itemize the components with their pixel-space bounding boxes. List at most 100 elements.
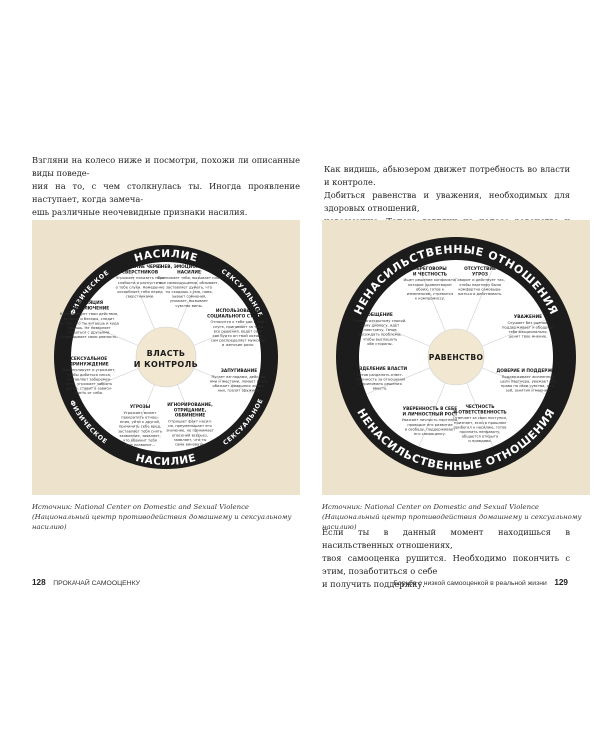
sector-body: Готов к открытому спокой- — [354, 319, 408, 323]
sector-body: Уважает личность партнера, — [402, 418, 459, 422]
sector-body: детей, ставит в зависи- — [66, 387, 113, 391]
sector-title: ОБВИНЕНИЕ — [175, 413, 206, 419]
sector-body: заявляет, что ты — [174, 438, 207, 442]
sector-body: к компромиссу. — [415, 297, 445, 301]
sector-body: за тем, что ты читаешь и куда — [59, 321, 119, 325]
sector-body: заставляет тебя снять — [118, 429, 162, 433]
sector-body: жаться и действовать. — [458, 292, 503, 296]
sector-body: и принимать решения — [358, 382, 401, 386]
sector-body: признает, если в прошлом — [454, 421, 506, 425]
sector-body: Ищет решение конфликта, — [404, 278, 457, 282]
caption-line: (Национальный центр противодействия дома… — [32, 513, 292, 531]
sector-body: его самооценку. — [414, 432, 446, 436]
sector-title: СЕКСУАЛЬНОЕ — [71, 356, 107, 362]
left-page-number: 128 — [32, 578, 46, 587]
center-label: И КОНТРОЛЬ — [134, 360, 198, 369]
right-footer: Борьба с низкой самооценкой в реальной ж… — [393, 578, 568, 587]
sector-body: Манипулирует и угрожает, — [62, 368, 115, 372]
sector-body: общается открыто — [462, 435, 499, 439]
sector-body: чувство вины. — [175, 304, 202, 308]
paragraph-line: Если ты в данный момент находишься в нас… — [322, 527, 570, 550]
sector-body: обсуждать проблемы, — [358, 333, 401, 337]
sector-title: ОТСУТСТВИЕ — [464, 266, 496, 272]
sector-title: СОЦИАЛЬНОГО СТАТУСА — [207, 313, 270, 319]
sector-body: сама виновата. — [175, 443, 205, 447]
paragraph-line: и получить поддержку. — [322, 579, 425, 589]
sector-title: ПРИНУЖДЕНИЕ — [69, 361, 108, 367]
left-intro-paragraph: Взгляни на колесо ниже и посмотри, похож… — [32, 154, 300, 219]
sector-title: ОТРИЦАНИЕ, — [174, 407, 207, 413]
sector-body: и женские роли. — [222, 343, 254, 347]
sector-body: Пугает взглядами, действи- — [211, 375, 267, 379]
paragraph-line: Взгляни на колесо ниже и посмотри, похож… — [32, 155, 300, 178]
ring-label-violence-top: НАСИЛИЕ — [133, 248, 199, 265]
sector-body: Готов разделять ответ- — [357, 373, 404, 377]
sector-body: и правдиво. — [468, 439, 491, 443]
sector-body: признать неправоту, — [460, 430, 501, 434]
sector-body: Угрожает может — [124, 411, 158, 415]
wheel-sector-text: ИГНОРИРОВАНИЕ,ОТРИЦАНИЕ,ОБВИНЕНИЕОтрицае… — [166, 402, 215, 447]
sector-body: чтобы партнеру было — [459, 283, 502, 287]
sector-body: Оправдывает свою ревность. — [60, 335, 117, 339]
sector-title: УГРОЗЫ — [130, 404, 151, 410]
sector-body: ения, уйти к другой, — [120, 420, 160, 424]
sector-body: ценит твое мнение. — [509, 335, 548, 339]
sector-title: УВЕРЕННОСТЬ В СЕБЕ — [403, 406, 457, 412]
sector-title: ЧЕСТНОСТЬ — [465, 404, 494, 410]
sector-title: СВЕРСТНИКОВ — [122, 269, 158, 275]
sector-body: сам распределяет мужские — [211, 339, 266, 343]
sector-body: Отрицает факт насил- — [168, 420, 213, 424]
sector-body: хое самоощущение, обзывает, — [159, 281, 219, 285]
sector-title: И ЧЕСТНОСТЬ — [413, 271, 447, 277]
sector-body: поддерживает и ободряет — [502, 326, 555, 330]
sector-body: Отвечает за свои поступки, — [453, 416, 507, 420]
sector-body: оскорбляет тебя перед — [117, 290, 163, 294]
sector-body: слабости и распустить — [118, 281, 163, 285]
sector-body: причинить себе вред, — [119, 425, 162, 429]
center-hub — [427, 328, 485, 386]
sector-title: ГНЕВ, ЭМОЦИОНАЛЬНОЕ — [158, 264, 220, 270]
sector-title: ИГНОРИРОВАНИЕ, — [167, 402, 213, 408]
sector-body: значение, не принимает — [166, 429, 215, 433]
sector-body: навстречу, готов — [363, 328, 396, 332]
sector-title: ОБЩЕНИЕ — [367, 312, 393, 318]
ring-label-violence-bottom: НАСИЛИЕ — [134, 452, 197, 468]
sector-body: обоих, готов к — [416, 287, 445, 291]
sector-body: чтобы выслушать — [363, 337, 398, 341]
sector-body: обе стороны. — [367, 342, 393, 346]
paragraph-line: ешь различные неочевидные признаки насил… — [32, 207, 248, 217]
sector-body: неть, угрожает забрать — [66, 382, 113, 386]
right-outro-paragraph: Если ты в данный момент находишься в нас… — [322, 526, 570, 591]
sector-body: обижает домашних живот- — [212, 384, 266, 388]
left-footer: 128 ПРОКАЧАЙ САМООЦЕНКУ — [32, 578, 140, 587]
center-label: РАВЕНСТВО — [429, 353, 484, 362]
sector-title: И ЛИЧНОСТНЫЙ РОСТ — [402, 409, 457, 417]
caption-line: (Национальный центр противодействия дома… — [322, 513, 582, 531]
caption-line: Источник: National Center on Domestic an… — [322, 503, 540, 511]
paragraph-line: твоя самооценка рушится. Необходимо поко… — [322, 553, 570, 576]
sector-body: все решения, ведёт себя — [214, 329, 263, 333]
sector-body: сверстниками. — [126, 295, 155, 299]
left-running-title: ПРОКАЧАЙ САМООЦЕНКУ — [53, 580, 140, 587]
right-caption: Источник: National Center on Domestic an… — [322, 502, 592, 532]
right-page-number: 129 — [554, 578, 568, 587]
sector-body: мость от себя. — [75, 391, 103, 395]
sector-body: комфортно самовыра- — [458, 287, 502, 291]
paragraph-line: Добиться равенства и уважения, необходим… — [324, 190, 570, 213]
sector-body: заставляет заберемен- — [66, 377, 112, 381]
sector-body: Относится к тебе как к при- — [210, 320, 266, 324]
sector-title: ПЕРЕГОВОРЫ — [413, 266, 447, 272]
